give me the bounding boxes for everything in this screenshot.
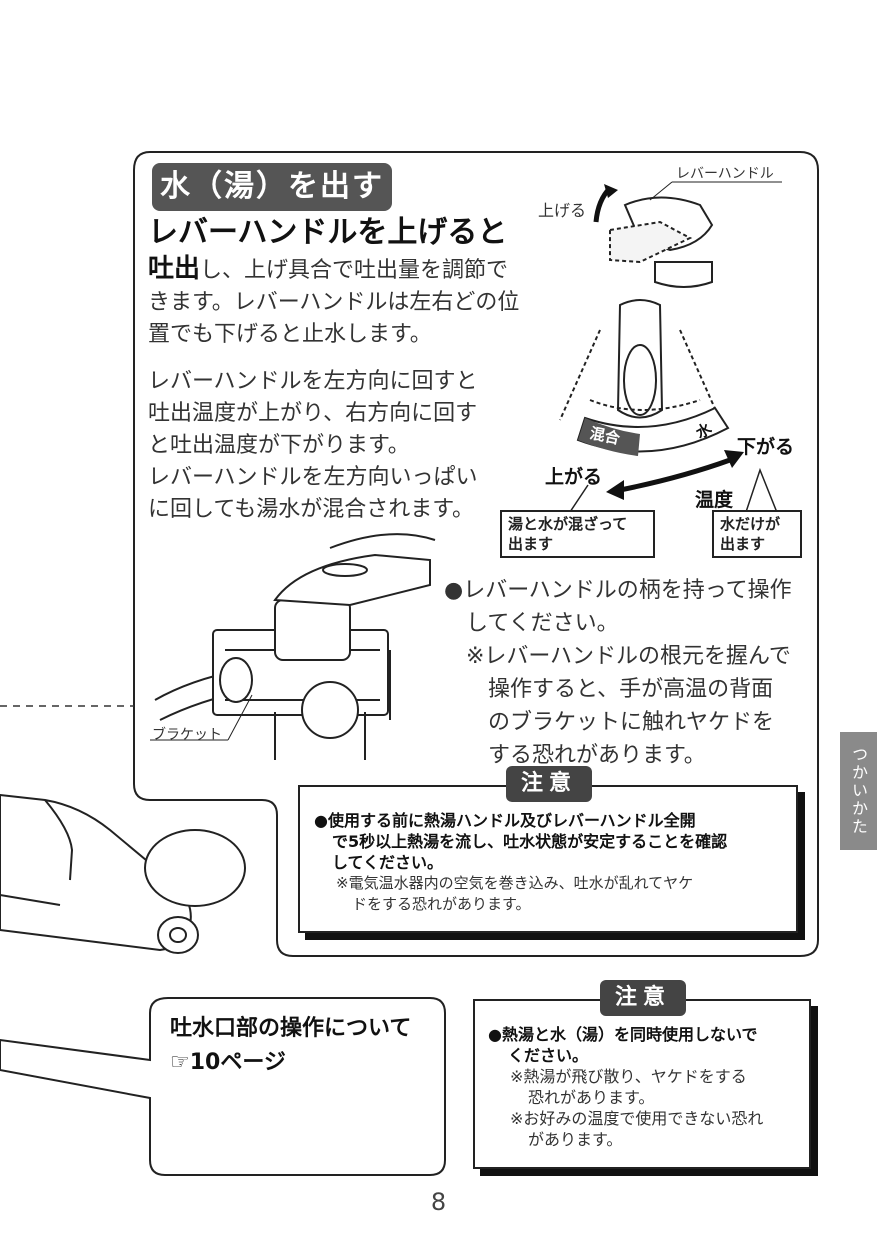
caution-1-tag: 注意 bbox=[506, 766, 592, 802]
temperature-label: 温度 bbox=[695, 489, 734, 511]
down-label: 下がる bbox=[737, 436, 795, 458]
faucet-illustration bbox=[154, 533, 436, 760]
page-number: 8 bbox=[430, 1188, 447, 1216]
side-tab-usage[interactable]: つかいかた bbox=[840, 732, 877, 850]
paragraph-2-line: 吐出温度が上がり、右方向に回す bbox=[148, 401, 478, 426]
caution-line: ドをする恐れがあります。 bbox=[352, 895, 531, 913]
water-only-note: 水だけが 出ます bbox=[712, 510, 802, 558]
caution-2-box bbox=[473, 999, 811, 1169]
caution-2-text: ●熱湯と水（湯）を同時使用しないで ください。 ※熱湯が飛び散り、ヤケドをする … bbox=[488, 1024, 806, 1150]
paragraph-1-bold: 吐出 bbox=[148, 254, 201, 284]
caution-line: があります。 bbox=[528, 1130, 623, 1149]
caution-line: ください。 bbox=[508, 1046, 589, 1065]
paragraph-2-line: と吐出温度が下がります。 bbox=[148, 433, 410, 458]
water-note-line: 水だけが bbox=[720, 515, 781, 533]
lever-top-illustration bbox=[609, 196, 714, 288]
paragraph-2: レバーハンドルを左方向に回すと 吐出温度が上がり、右方向に回す と吐出温度が下が… bbox=[148, 366, 528, 526]
bracket-label: ブラケット bbox=[152, 727, 222, 743]
paragraph-1-text: し、上げ具合で吐出量を調節できます。レバーハンドルは左右どの位置でも下げると止水… bbox=[148, 258, 520, 347]
paragraph-1: 吐出し、上げ具合で吐出量を調節できます。レバーハンドルは左右どの位置でも下げると… bbox=[148, 253, 528, 351]
caution-line: 恐れがあります。 bbox=[528, 1088, 655, 1107]
raise-label: 上げる bbox=[538, 201, 587, 220]
lead-text: レバーハンドルを上げると bbox=[148, 215, 508, 250]
up-label: 上がる bbox=[545, 466, 603, 488]
main-panel-outline bbox=[133, 151, 819, 957]
caution-line: で5秒以上熱湯を流し、吐水状態が安定することを確認 bbox=[332, 832, 728, 851]
spout-illustration bbox=[0, 793, 246, 954]
caution-1-text: ●使用する前に熱湯ハンドル及びレバーハンドル全開 で5秒以上熱湯を流し、吐水状態… bbox=[314, 810, 794, 915]
reference-callout bbox=[0, 997, 446, 1176]
instruction-line: 操作すると、手が高温の背面 bbox=[488, 677, 774, 702]
instruction-line: ●レバーハンドルの柄を持って操作 bbox=[444, 578, 792, 603]
paragraph-2-line: レバーハンドルを左方向に回すと bbox=[148, 369, 478, 394]
caution-1-box bbox=[298, 785, 798, 933]
caution-line: ※熱湯が飛び散り、ヤケドをする bbox=[510, 1067, 747, 1086]
instruction-line: のブラケットに触れヤケドを bbox=[488, 710, 775, 735]
reference-title: 吐水口部の操作について bbox=[170, 1016, 412, 1041]
temperature-arrow bbox=[619, 457, 731, 493]
mixed-note-line: 出ます bbox=[508, 535, 554, 553]
water-note-line: 出ます bbox=[720, 535, 766, 553]
instruction-line: してください。 bbox=[466, 611, 619, 636]
instruction-line: する恐れがあります。 bbox=[488, 743, 706, 768]
caution-line: ●使用する前に熱湯ハンドル及びレバーハンドル全開 bbox=[314, 811, 696, 830]
paragraph-2-line: に回しても湯水が混合されます。 bbox=[148, 497, 475, 522]
instruction-line: ※レバーハンドルの根元を握んで bbox=[466, 644, 791, 669]
caution-line: ※電気温水器内の空気を巻き込み、吐水が乱れてヤケ bbox=[336, 874, 694, 892]
paragraph-2-line: レバーハンドルを左方向いっぱい bbox=[148, 465, 478, 490]
caution-2-tag: 注意 bbox=[600, 980, 686, 1016]
mixed-note-line: 湯と水が混ざって bbox=[508, 515, 628, 533]
reference-page-link[interactable]: ☞10ページ bbox=[170, 1050, 286, 1075]
caution-line: してください。 bbox=[332, 853, 444, 872]
lever-handle-label: レバーハンドル bbox=[676, 166, 774, 182]
mixed-note: 湯と水が混ざって 出ます bbox=[500, 510, 655, 558]
caution-line: ※お好みの温度で使用できない恐れ bbox=[510, 1109, 764, 1128]
caution-line: ●熱湯と水（湯）を同時使用しないで bbox=[488, 1025, 758, 1044]
section-title: 水（湯）を出す bbox=[152, 163, 392, 211]
rotation-diagram bbox=[559, 299, 721, 421]
operation-instructions: ●レバーハンドルの柄を持って操作 してください。 ※レバーハンドルの根元を握んで… bbox=[444, 574, 814, 772]
